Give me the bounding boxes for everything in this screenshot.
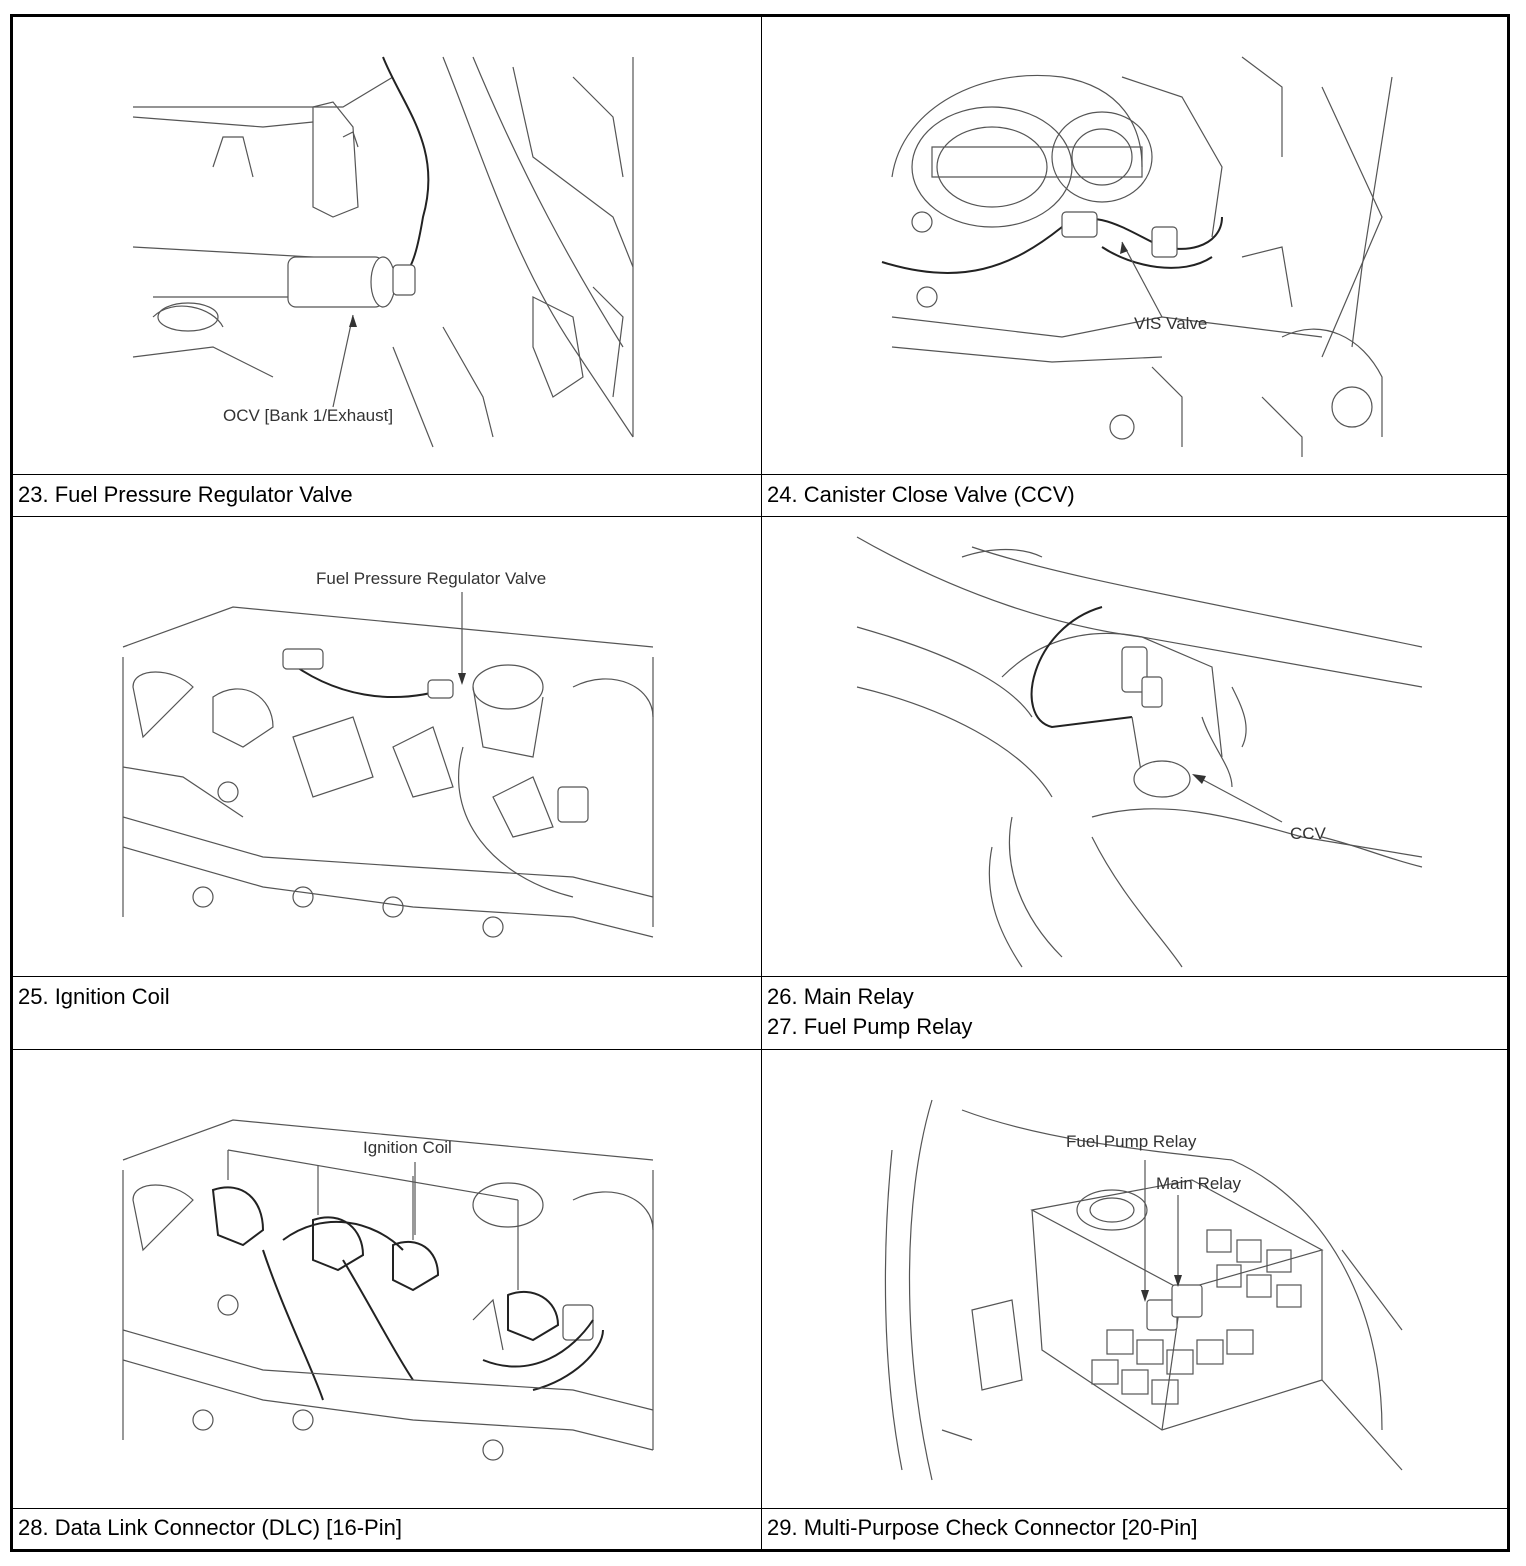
figure-vis-valve: VIS Valve (762, 17, 1507, 474)
vis-valve-callout: VIS Valve (1134, 314, 1207, 333)
caption-cell-24: 24. Canister Close Valve (CCV) (762, 475, 1507, 516)
caption-ignition-coil: 25. Ignition Coil (18, 984, 170, 1009)
caption-cell-28: 28. Data Link Connector (DLC) [16-Pin] (13, 1509, 761, 1549)
ignition-coil-callout: Ignition Coil (363, 1138, 452, 1157)
main-relay-callout: Main Relay (1156, 1174, 1242, 1193)
caption-multi-purpose-check-connector: 29. Multi-Purpose Check Connector [20-Pi… (767, 1515, 1198, 1540)
caption-fuel-pump-relay: 27. Fuel Pump Relay (767, 1014, 973, 1039)
figure-table: OCV [Bank 1/Exhaust] (13, 17, 1507, 1549)
caption-cell-25: 25. Ignition Coil (13, 977, 761, 1049)
caption-cell-29: 29. Multi-Purpose Check Connector [20-Pi… (762, 1509, 1507, 1549)
document-page: OCV [Bank 1/Exhaust] (10, 14, 1510, 1552)
caption-cell-26-27: 26. Main Relay 27. Fuel Pump Relay (762, 977, 1507, 1049)
ignition-coil-illustration: Ignition Coil (122, 1119, 654, 1461)
ccv-illustration: CCV (856, 536, 1423, 968)
figure-ccv: CCV (762, 517, 1507, 976)
vis-valve-illustration: VIS Valve (881, 56, 1393, 457)
figure-ignition-coil: Ignition Coil (13, 1050, 761, 1508)
caption-data-link-connector: 28. Data Link Connector (DLC) [16-Pin] (18, 1515, 402, 1540)
caption-fuel-pressure-regulator-valve: 23. Fuel Pressure Regulator Valve (18, 482, 353, 507)
fuel-pressure-regulator-illustration: Fuel Pressure Regulator Valve (122, 569, 654, 938)
caption-canister-close-valve: 24. Canister Close Valve (CCV) (767, 482, 1075, 507)
fuel-pump-relay-callout: Fuel Pump Relay (1066, 1132, 1197, 1151)
caption-cell-23: 23. Fuel Pressure Regulator Valve (13, 475, 761, 516)
column-divider (761, 17, 762, 1549)
ccv-callout: CCV (1290, 824, 1327, 843)
fuel-pressure-regulator-callout: Fuel Pressure Regulator Valve (316, 569, 546, 588)
figure-fuel-pressure-regulator: Fuel Pressure Regulator Valve (13, 517, 761, 976)
figure-relays: Fuel Pump Relay Main Relay (762, 1050, 1507, 1508)
caption-main-relay: 26. Main Relay (767, 984, 914, 1009)
ocv-illustration: OCV [Bank 1/Exhaust] (132, 56, 634, 448)
figure-ocv: OCV [Bank 1/Exhaust] (13, 17, 761, 474)
relay-box-illustration: Fuel Pump Relay Main Relay (884, 1099, 1403, 1481)
ocv-callout: OCV [Bank 1/Exhaust] (223, 406, 393, 425)
